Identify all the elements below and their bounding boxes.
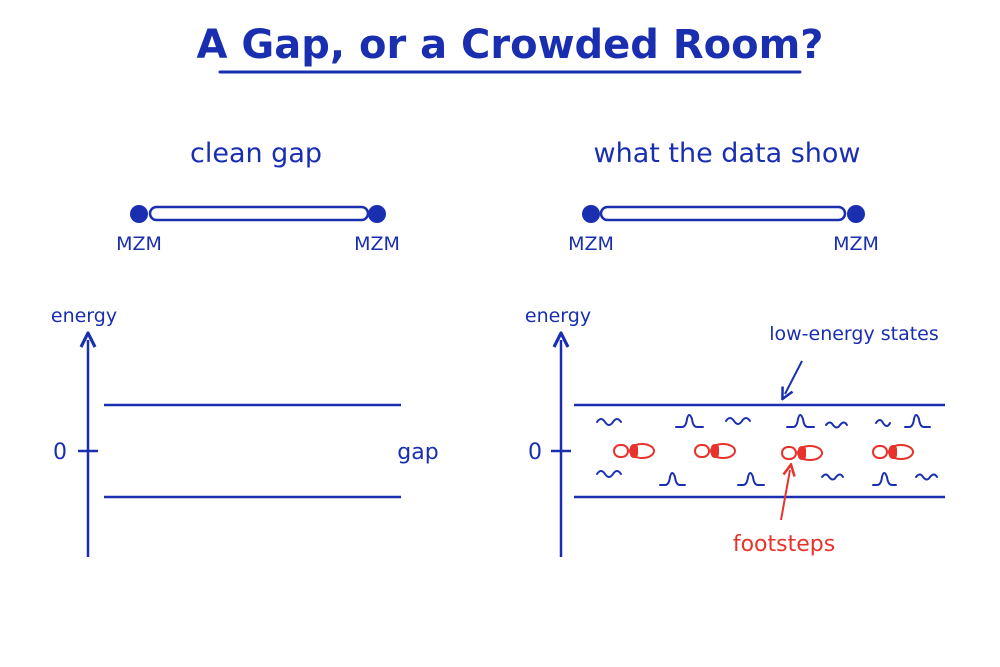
gap-label: gap bbox=[397, 440, 438, 465]
energy-axis-label: energy bbox=[51, 305, 117, 327]
nanowire-bar bbox=[148, 205, 370, 222]
state-wave bbox=[825, 421, 848, 429]
right-subtitle: what the data show bbox=[594, 138, 861, 169]
zero-label: 0 bbox=[53, 440, 67, 465]
footprint-icon bbox=[872, 444, 914, 460]
footprint-icon bbox=[694, 443, 736, 459]
state-wave bbox=[725, 417, 751, 425]
zero-label: 0 bbox=[528, 440, 542, 465]
right-state-band bbox=[574, 403, 945, 499]
mzm-dot-left bbox=[582, 205, 600, 223]
right-panel: what the data show MZM MZM energy 0 bbox=[525, 138, 945, 557]
state-peak bbox=[659, 472, 686, 486]
states-callout: low-energy states bbox=[769, 323, 939, 394]
footsteps-label: footsteps bbox=[733, 532, 835, 557]
footsteps-row bbox=[613, 443, 914, 461]
low-energy-state-squiggles bbox=[596, 414, 938, 486]
mzm-label-left: MZM bbox=[116, 233, 162, 255]
mzm-label-right: MZM bbox=[833, 233, 879, 255]
state-wave bbox=[821, 473, 844, 481]
state-wave bbox=[596, 418, 622, 426]
mzm-label-right: MZM bbox=[354, 233, 400, 255]
footsteps-callout: footsteps bbox=[733, 470, 835, 557]
mzm-dot-right bbox=[368, 205, 386, 223]
mzm-dot-left bbox=[130, 205, 148, 223]
states-pointer-arrow bbox=[785, 360, 803, 394]
right-energy-axis: energy 0 bbox=[525, 305, 591, 557]
footprint-icon bbox=[613, 443, 655, 459]
state-peak bbox=[904, 414, 931, 428]
mzm-dot-right bbox=[847, 205, 865, 223]
mzm-label-left: MZM bbox=[568, 233, 614, 255]
states-label: low-energy states bbox=[769, 323, 939, 345]
state-peak bbox=[737, 472, 765, 486]
nanowire-bar bbox=[599, 205, 847, 222]
left-nanowire: MZM MZM bbox=[116, 205, 400, 255]
left-gap-band: gap bbox=[104, 403, 439, 499]
page-title: A Gap, or a Crowded Room? bbox=[197, 22, 824, 68]
footprint-icon bbox=[781, 445, 823, 461]
state-peak bbox=[872, 472, 897, 486]
footsteps-pointer-arrow bbox=[780, 470, 790, 521]
left-energy-axis: energy 0 bbox=[51, 305, 117, 557]
left-panel: clean gap MZM MZM energy 0 gap bbox=[51, 138, 439, 557]
state-wave bbox=[875, 419, 891, 427]
left-subtitle: clean gap bbox=[190, 138, 322, 169]
state-peak bbox=[675, 414, 704, 428]
state-peak bbox=[786, 414, 815, 428]
right-nanowire: MZM MZM bbox=[568, 205, 879, 255]
title-group: A Gap, or a Crowded Room? bbox=[197, 22, 824, 74]
state-wave bbox=[915, 473, 938, 481]
state-wave bbox=[596, 470, 622, 478]
energy-axis-label: energy bbox=[525, 305, 591, 327]
